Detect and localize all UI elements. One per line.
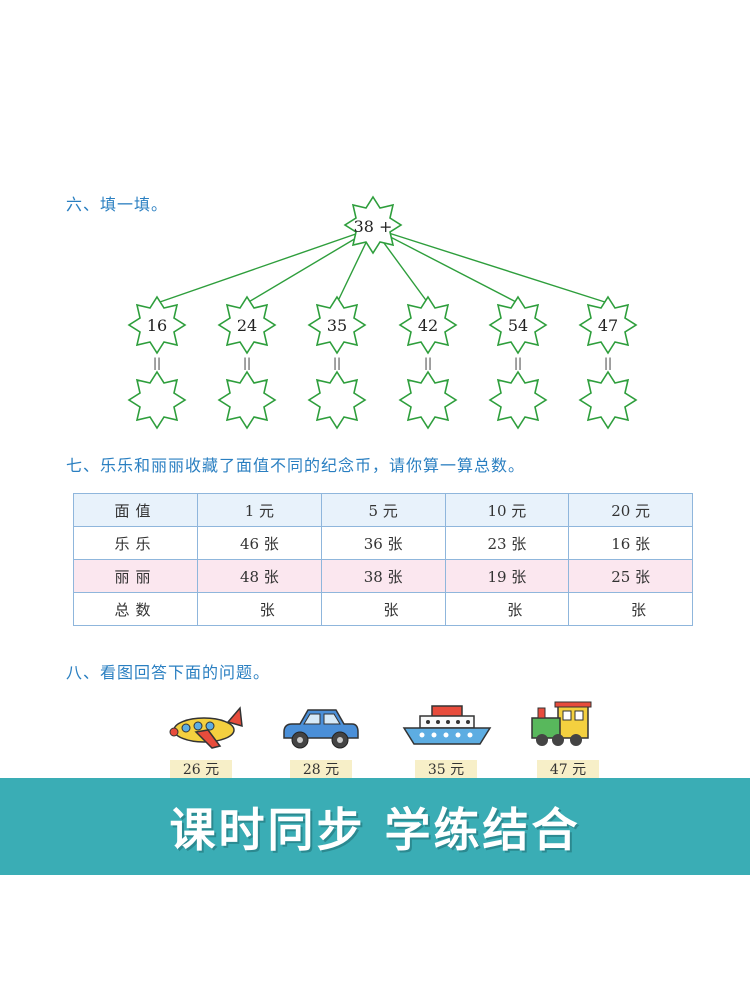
connector-line bbox=[246, 227, 374, 304]
header-label: 面值 bbox=[73, 493, 198, 527]
airplane-price: 26 元 bbox=[170, 760, 232, 780]
table-row: 丽丽 48 张 38 张 19 张 25 张 bbox=[73, 559, 693, 593]
row-label: 丽丽 bbox=[73, 559, 198, 593]
addend-star: 24 bbox=[218, 296, 276, 354]
table-cell: 19 张 bbox=[444, 559, 570, 593]
addend-star: 54 bbox=[489, 296, 547, 354]
addend-label: 54 bbox=[508, 316, 528, 335]
connector-line bbox=[372, 227, 609, 304]
root-label: 38 + bbox=[354, 217, 393, 236]
train-price: 47 元 bbox=[537, 760, 599, 780]
equals-sign: || bbox=[333, 356, 341, 370]
total-cell: 张 bbox=[568, 592, 693, 626]
total-cell: 张 bbox=[444, 592, 570, 626]
ship-icon bbox=[402, 705, 492, 745]
total-cell: 张 bbox=[197, 592, 322, 626]
addition-tree-diagram: 38 + 16 || 24 || 35 || 42 || 54 || 47 || bbox=[128, 196, 637, 429]
answer-star[interactable] bbox=[579, 371, 637, 429]
table-cell: 25 张 bbox=[568, 559, 693, 593]
table-cell: 16 张 bbox=[568, 526, 693, 560]
row-label: 乐乐 bbox=[73, 526, 198, 560]
addend-label: 24 bbox=[237, 316, 257, 335]
table-row: 乐乐 46 张 36 张 23 张 16 张 bbox=[73, 526, 693, 560]
banner-text: 课时同步 学练结合 bbox=[169, 802, 581, 857]
answer-star[interactable] bbox=[218, 371, 276, 429]
column-header: 1 元 bbox=[197, 493, 322, 527]
column-header: 5 元 bbox=[320, 493, 446, 527]
column-header: 20 元 bbox=[568, 493, 693, 527]
connector-lines bbox=[156, 227, 609, 304]
answer-star[interactable] bbox=[489, 371, 547, 429]
addend-label: 16 bbox=[147, 316, 167, 335]
answer-star[interactable] bbox=[399, 371, 457, 429]
coin-table: 面值 1 元 5 元 10 元 20 元 乐乐 46 张 36 张 23 张 1… bbox=[73, 493, 693, 626]
table-cell: 23 张 bbox=[444, 526, 570, 560]
table-cell: 46 张 bbox=[197, 526, 322, 560]
answer-star[interactable] bbox=[128, 371, 186, 429]
airplane-icon bbox=[169, 706, 243, 749]
addend-star: 35 bbox=[308, 296, 366, 354]
answer-star[interactable] bbox=[308, 371, 366, 429]
addend-label: 35 bbox=[327, 316, 347, 335]
root-star: 38 + bbox=[344, 196, 402, 254]
addend-star: 47 bbox=[579, 296, 637, 354]
section8-heading: 八、看图回答下面的问题。 bbox=[66, 663, 271, 682]
equals-sign: || bbox=[604, 356, 612, 370]
equals-sign: || bbox=[514, 356, 522, 370]
addend-star: 16 bbox=[128, 296, 186, 354]
promo-banner: 课时同步 学练结合 bbox=[0, 778, 750, 875]
table-cell: 38 张 bbox=[320, 559, 446, 593]
connector-line bbox=[156, 227, 374, 304]
addend-label: 47 bbox=[598, 316, 618, 335]
equals-sign: || bbox=[424, 356, 432, 370]
connector-line bbox=[372, 227, 519, 304]
table-row: 总数 张 张 张 张 bbox=[73, 592, 693, 626]
train-icon bbox=[531, 701, 592, 746]
table-cell: 48 张 bbox=[197, 559, 322, 593]
car-price: 28 元 bbox=[290, 760, 352, 780]
addend-label: 42 bbox=[418, 316, 438, 335]
table-cell: 36 张 bbox=[320, 526, 446, 560]
equals-sign: || bbox=[153, 356, 161, 370]
total-cell: 张 bbox=[320, 592, 446, 626]
section7-heading: 七、乐乐和丽丽收藏了面值不同的纪念币，请你算一算总数。 bbox=[66, 456, 526, 475]
table-header-row: 面值 1 元 5 元 10 元 20 元 bbox=[73, 493, 693, 527]
section6-heading: 六、填一填。 bbox=[66, 195, 169, 214]
row-label: 总数 bbox=[73, 592, 198, 626]
equals-sign: || bbox=[243, 356, 251, 370]
addend-star: 42 bbox=[399, 296, 457, 354]
column-header: 10 元 bbox=[444, 493, 570, 527]
ship-price: 35 元 bbox=[415, 760, 477, 780]
car-icon bbox=[283, 709, 359, 749]
